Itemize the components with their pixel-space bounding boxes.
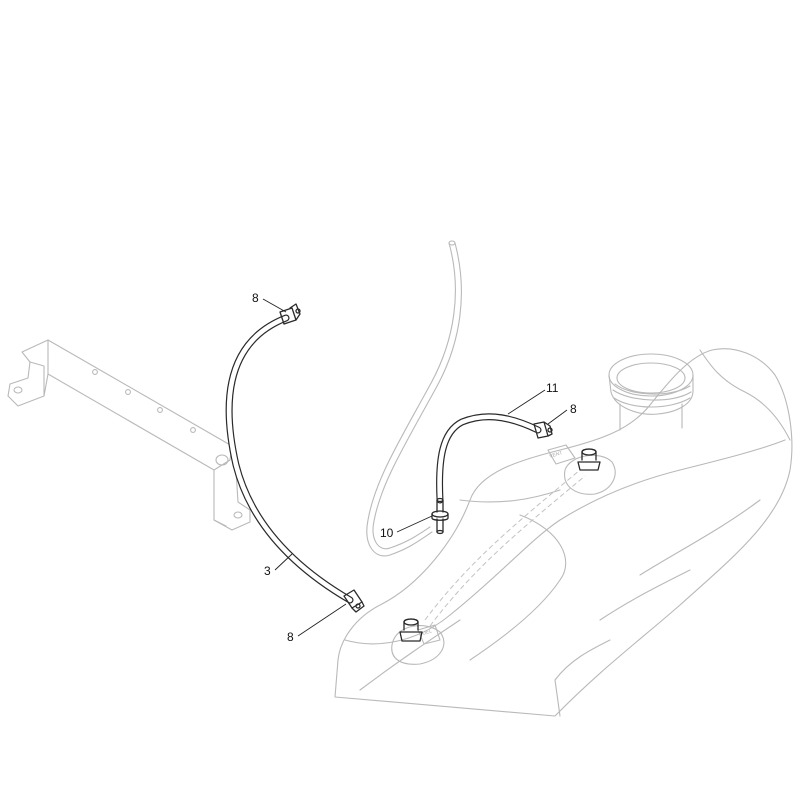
tank-upper-port: VENT: [547, 444, 616, 495]
lower-fitting: [399, 618, 423, 642]
connector-10: [431, 497, 449, 535]
hose-clamp-right: [533, 421, 553, 439]
hose-11: [436, 413, 542, 504]
hose-clamp-top: [279, 303, 301, 325]
callout-11: 11: [546, 381, 559, 395]
callout-10: 10: [380, 526, 394, 540]
hose-3: [225, 314, 354, 604]
hose-clamp-bottom: [343, 589, 365, 613]
leader-lines: [262, 298, 568, 637]
leader-8-right: [547, 409, 568, 425]
callout-8-right: 8: [570, 402, 577, 416]
fuel-tank: VENT FUEL: [334, 348, 793, 717]
upper-fitting: [577, 448, 601, 471]
filler-neck: [608, 353, 694, 431]
tank-lower-port: FUEL: [391, 624, 445, 665]
svg-text:FUEL: FUEL: [419, 628, 433, 638]
svg-text:VENT: VENT: [549, 450, 564, 460]
callouts: 8 11 8 10 3 8: [252, 291, 577, 644]
leader-3: [274, 553, 293, 571]
ghost-vent-line: [366, 240, 462, 557]
leader-8-top: [262, 298, 287, 313]
leader-8-bottom: [297, 603, 347, 637]
callout-3: 3: [264, 564, 271, 578]
frame-bracket: [7, 339, 251, 531]
callout-8-top: 8: [252, 291, 259, 305]
leader-11: [507, 389, 546, 415]
callout-8-bottom: 8: [287, 630, 294, 644]
leader-10: [396, 515, 433, 533]
